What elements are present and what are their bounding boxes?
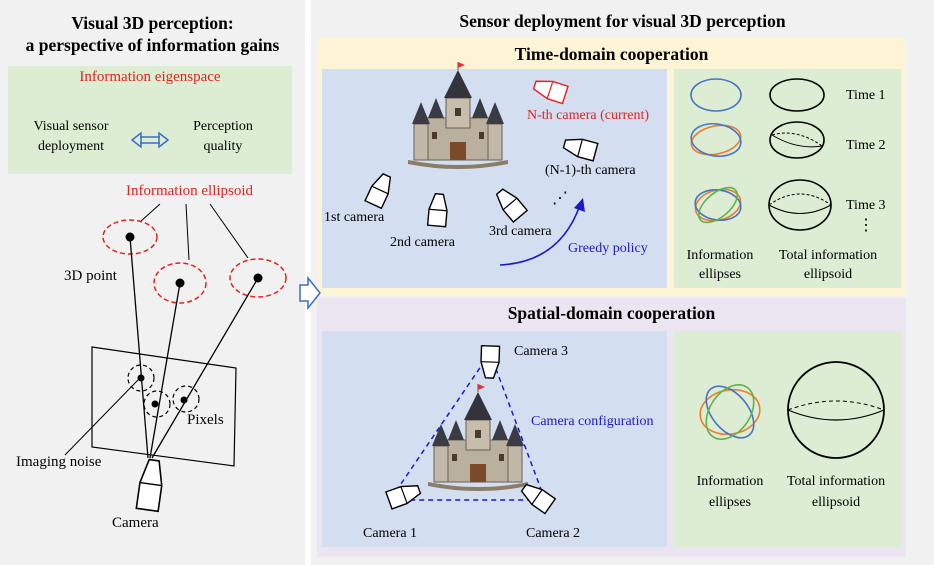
pixels-label: Pixels [187,412,224,428]
time3-label: Time 3 [846,198,886,213]
flow-arrow-icon [299,275,321,311]
eigenspace-title: Information eigenspace [79,69,221,85]
spatial-domain-illustration [385,344,556,515]
camera1-label: Camera 1 [363,526,418,541]
perception-quality-line2: quality [203,139,243,154]
right-title: Sensor deployment for visual 3D percepti… [459,11,786,31]
time-domain-title: Time-domain cooperation [514,44,709,64]
time1-label: Time 1 [846,88,886,103]
time-vdots: ⋮ [858,217,874,234]
time-total-ellipsoid-line1: Total information [778,248,878,263]
perception-quality-line1: Perception [193,119,253,134]
imaging-noise-label: Imaging noise [16,454,102,470]
time2-label: Time 2 [846,138,886,153]
perception-diagram [64,203,287,513]
double-arrow-icon [130,131,170,149]
second-camera-label: 2nd camera [390,235,455,250]
time-domain-ellipses [690,78,832,231]
time-total-ellipsoid-line2: ellipsoid [803,267,853,282]
time-domain-ellipses-box [674,69,901,288]
left-title-line1: Visual 3D perception: [71,13,234,33]
greedy-policy-label: Greedy policy [568,241,648,256]
camera3-label: Camera 3 [514,344,569,359]
spatial-domain-ellipses [699,361,885,459]
ellipsoid-label: Information ellipsoid [126,183,254,199]
time-info-ellipses-line1: Information [686,248,754,263]
time-domain-illustration [364,61,599,266]
sensor-deployment-line1: Visual sensor [33,119,109,134]
camera2-label: Camera 2 [526,526,581,541]
n1-camera-label: (N-1)-th camera [545,163,636,178]
sensor-deployment-line2: deployment [37,139,105,154]
camera-label: Camera [112,515,159,531]
point-label: 3D point [64,268,117,284]
spatial-domain-title: Spatial-domain cooperation [507,303,716,323]
spatial-info-ellipses-line1: Information [696,474,764,489]
camera-configuration-label: Camera configuration [531,414,654,429]
spatial-domain-ellipses-box [674,331,901,547]
third-camera-label: 3rd camera [489,224,552,239]
time-info-ellipses-line2: ellipses [699,267,741,282]
spatial-info-ellipses-line2: ellipses [709,495,751,510]
nth-camera-label: N-th camera (current) [527,108,650,123]
eigenspace-box [8,66,292,174]
spatial-total-ellipsoid-line1: Total information [786,474,886,489]
spatial-total-ellipsoid-line2: ellipsoid [811,495,861,510]
left-title-line2: a perspective of information gains [25,35,280,55]
continuation-dots: ⋰ [552,190,568,207]
first-camera-label: 1st camera [324,210,385,225]
